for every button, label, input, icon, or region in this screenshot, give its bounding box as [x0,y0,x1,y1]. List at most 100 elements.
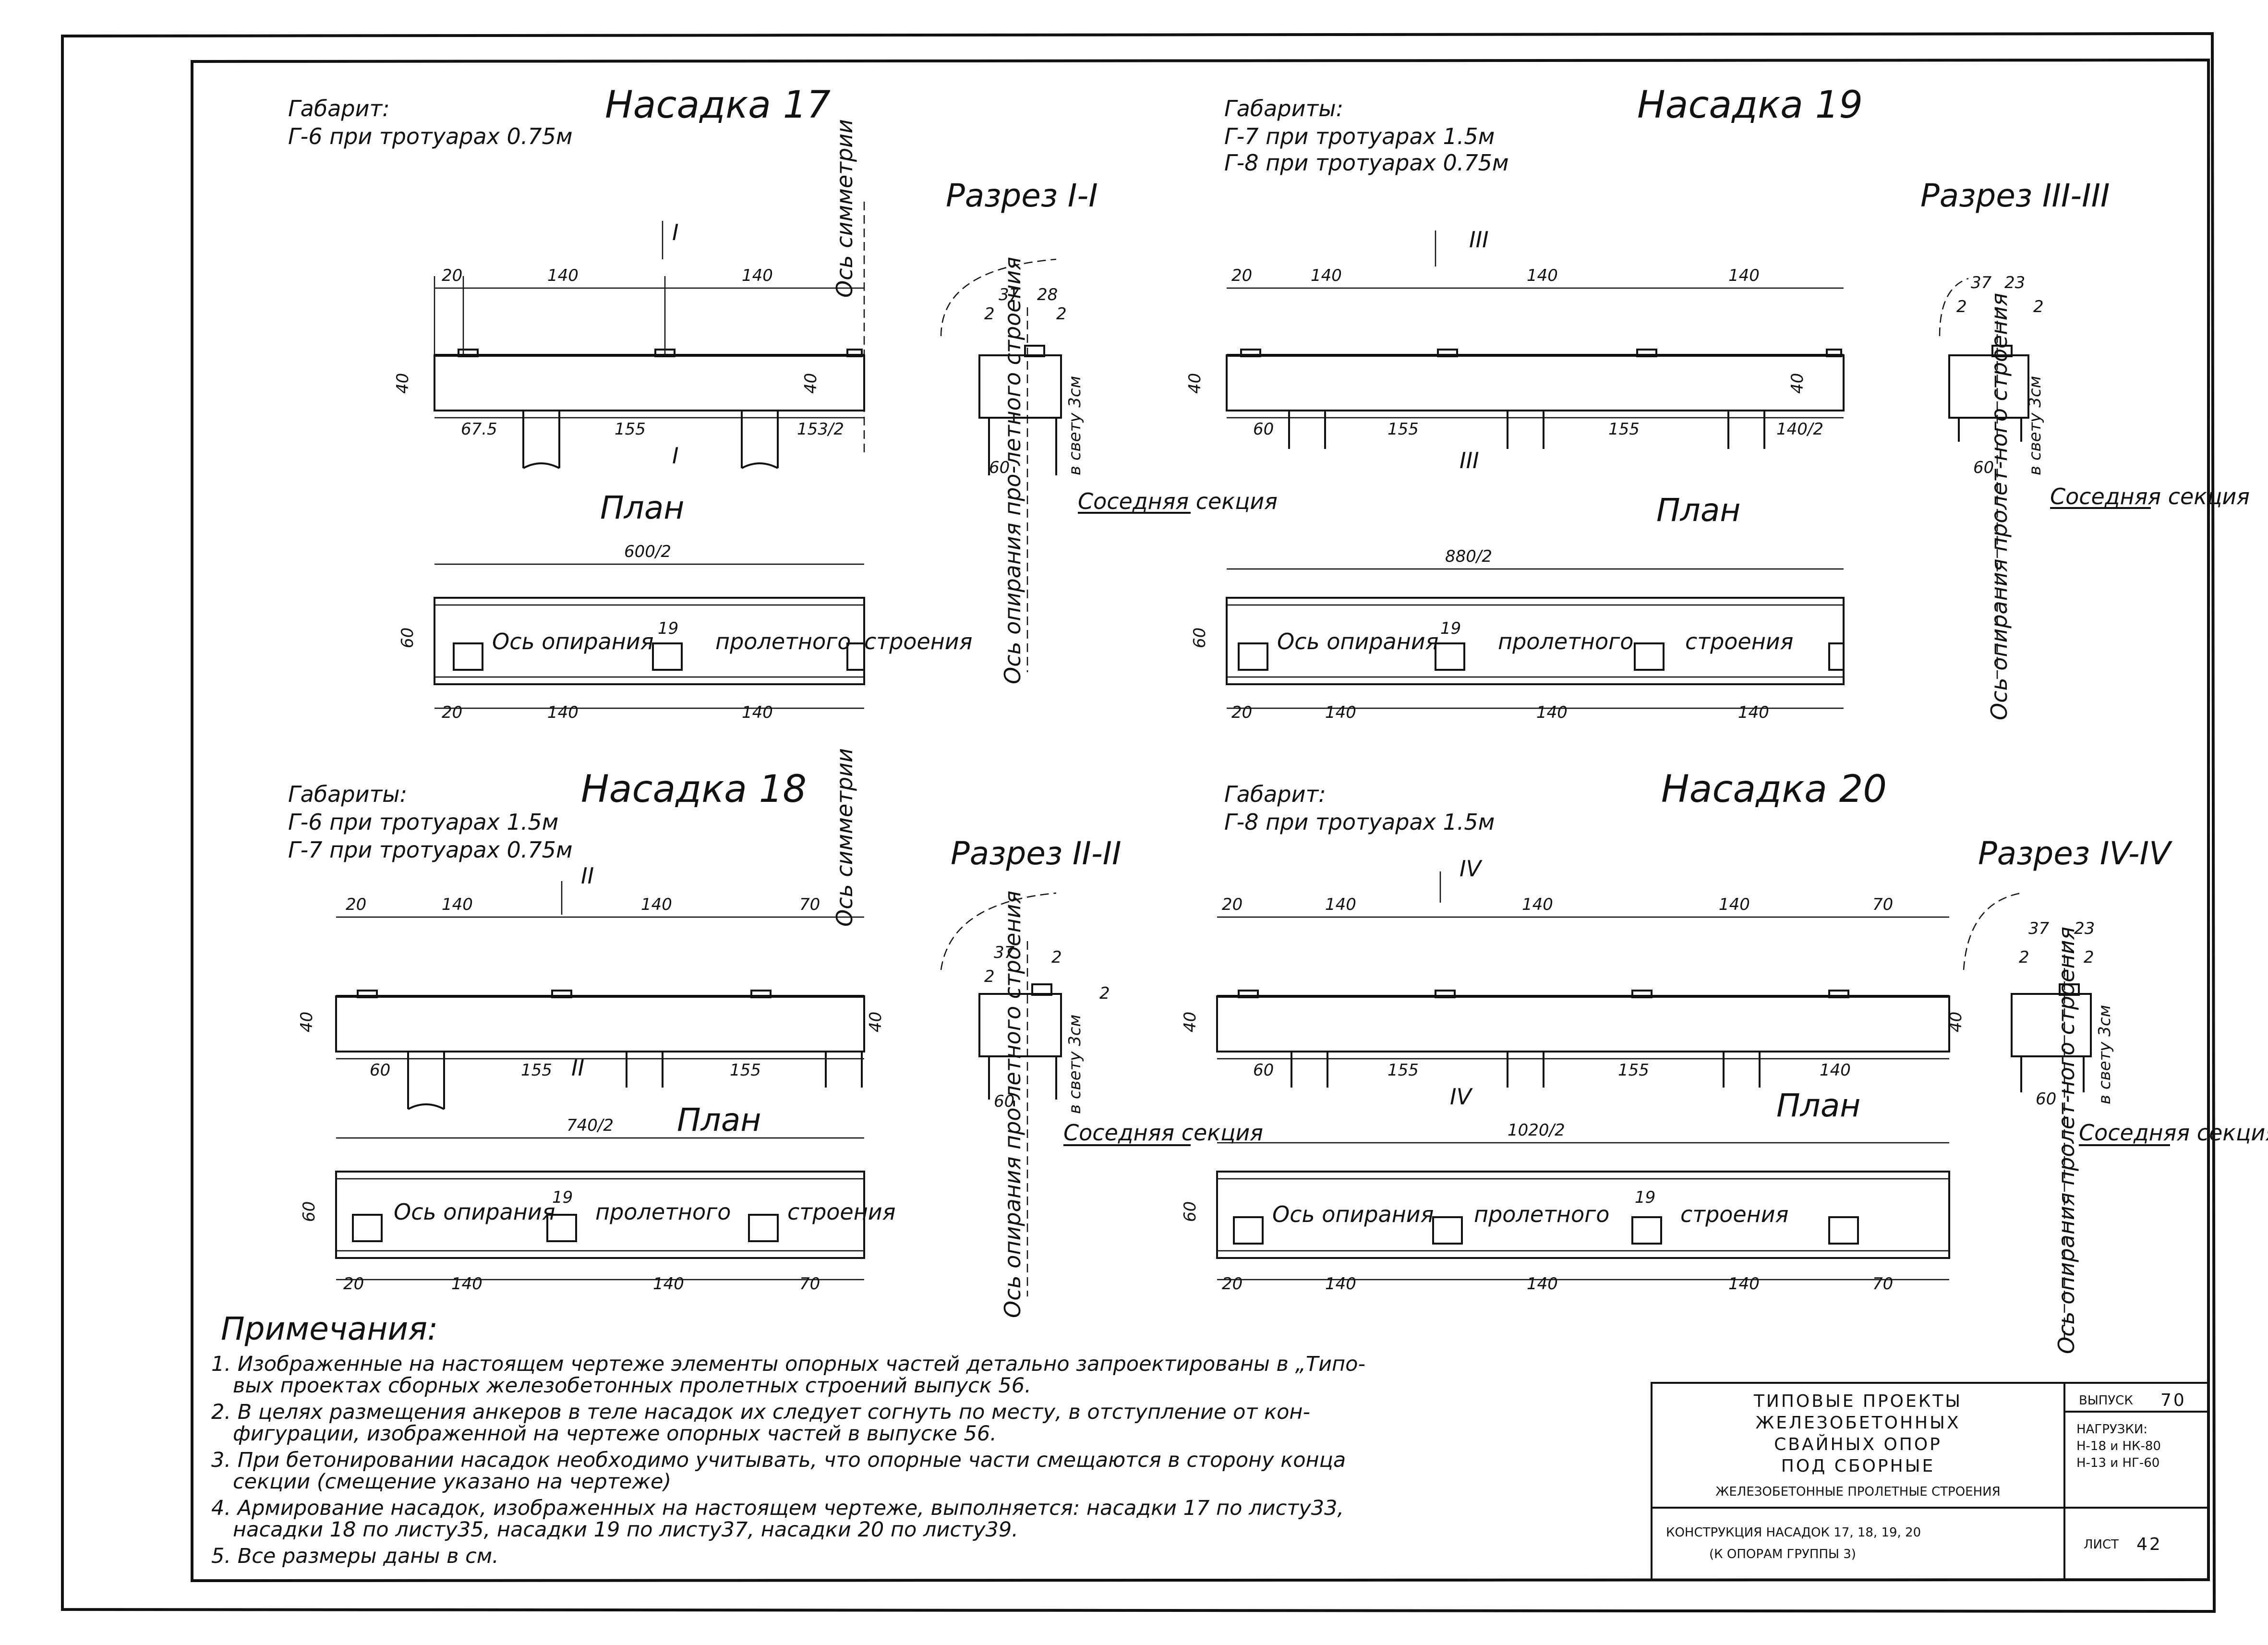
dim-bottom-3: 153/2 [797,420,844,439]
plan: План 880/2 60 Ось опирания пролетного ст… [1190,492,1845,722]
section-II-II: Разрез II-II 37 2 2 2 60 в свету 3см Ось… [940,835,1263,1318]
dim-bottom-3: 155 [730,1061,761,1080]
plan-pad [748,1214,779,1242]
plan-dim-3: 140 [1536,703,1568,722]
support-axis-label: Ось опирания про-летного строения [1000,257,1025,684]
clear-label: в свету 3см [1065,376,1085,475]
section-dim-2: 2 [984,967,995,986]
dim-bottom-4: 140/2 [1776,420,1823,439]
sheet-no: 42 [2136,1535,2162,1554]
section-outline [2011,993,2092,1057]
note-line-9: 5. Все размеры даны в см. [211,1544,499,1568]
span-label: пролетного [1498,629,1633,654]
title-block-frame [1651,1382,2209,1581]
plan-pad [1238,642,1268,671]
dim-bottom-3: 155 [1618,1061,1649,1080]
bearing-pad [357,990,378,998]
gabarit-line-1: Г-7 при тротуарах 1.5м [1224,123,1495,149]
plan-dim-2: 140 [1325,1274,1356,1294]
section-pile [988,418,1057,475]
cut-mark-bottom: III [1460,448,1479,473]
section-title: Разрез III-III [1920,177,2110,214]
plan-pad [652,642,683,671]
plan-title: План [1656,492,1740,529]
section-pile [2020,1056,2085,1092]
plan-pad [1233,1216,1264,1245]
pile [1291,1052,1328,1088]
cap-beam-elevation [434,354,865,411]
structure-label: строения [1680,1201,1788,1227]
nasadka-17: Габарит: Г-6 при тротуарах 0.75м Насадка… [288,84,1278,722]
plan-title: План [1776,1087,1860,1124]
dim-bottom-3: 155 [1608,420,1640,439]
plan-dim-2: 140 [1325,703,1356,722]
section-dim-1: 37 [2028,919,2050,938]
note-line-3: 2. В целях размещения анкеров в теле нас… [211,1400,1310,1424]
dim-top-2: 140 [442,895,473,914]
plan-dim-4: 140 [1738,703,1769,722]
gabarit-line-2: Г-8 при тротуарах 0.75м [1224,150,1509,176]
plan-dim-5: 70 [1872,1274,1893,1294]
clear-label: в свету 3см [2026,376,2045,475]
pad-size: 19 [658,619,678,638]
adjacent-section: Соседняя секция [1078,488,1278,514]
title-block: ТИПОВЫЕ ПРОЕКТЫ ЖЕЛЕЗОБЕТОННЫХ СВАЙНЫХ О… [1651,1382,2209,1581]
dim-bottom-2: 155 [615,420,646,439]
pile [1288,411,1326,449]
gabarit-line-1: Г-6 при тротуарах 0.75м [288,123,573,149]
span-label: пролетного [1474,1201,1609,1227]
note-line-4: фигурации, изображенной на чертеже опорн… [233,1422,997,1446]
project-line-4: ПОД СБОРНЫЕ [1781,1456,1935,1476]
plan-outline [1216,1171,1950,1259]
gabarit-label: Габариты: [288,781,407,807]
section-width: 60 [2036,1089,2056,1109]
bearing-pad [458,349,479,357]
plan-length: 600/2 [624,542,671,561]
outer-border [61,32,2216,1613]
plan-width: 60 [300,1201,319,1222]
section-I-I: Разрез I-I 37 28 2 2 60 в свету 3см Ось … [940,177,1278,684]
release-label: ВЫПУСК [2079,1393,2133,1408]
dim-bottom-4: 140 [1820,1061,1851,1080]
section-pile [988,1056,1057,1100]
pile [626,1052,664,1088]
plan-pad [546,1214,577,1242]
plan-dim-3: 140 [1527,1274,1558,1294]
dim-height: 40 [1181,1012,1200,1032]
section-pile [1958,418,2022,442]
nasadka-18: Габариты: Г-6 при тротуарах 1.5м Г-7 при… [288,748,1263,1318]
plan-outline [335,1171,865,1259]
section-pad [1024,345,1045,357]
adjacent-section: Соседняя секция [2079,1120,2268,1146]
span-label: пролетного [715,629,851,654]
gabarit-line-2: Г-7 при тротуарах 0.75м [288,837,573,863]
bearing-label: Ось опирания [394,1199,555,1225]
section-outline [978,993,1062,1057]
clear-label: в свету 3см [1065,1015,1085,1114]
gabarit-label: Габариты: [1224,96,1343,121]
section-dim-1: 37 [994,943,1015,962]
drawing-title-2: (К ОПОРАМ ГРУППЫ 3) [1709,1547,1856,1561]
elevation: III III 20 140 140 140 40 40 60 155 155 … [1185,227,1845,473]
section-width: 60 [994,1092,1014,1111]
bearing-pad [1826,349,1842,357]
note-line-2: вых проектах сборных железобетонных прол… [233,1374,1031,1398]
cut-mark-top: III [1469,227,1489,253]
section-pad [2059,983,2080,996]
bearing-pad [1828,990,1849,998]
dim-top-1: 20 [442,266,462,285]
section-arc [940,258,1057,337]
section-outline [978,354,1062,419]
dim-top-4: 140 [1719,895,1750,914]
notes: Примечания: 1. Изображенные на настоящем… [211,1310,1365,1568]
plan-pad [1634,642,1665,671]
cut-mark-top: IV [1460,856,1483,882]
plan-pad [1828,1216,1859,1245]
cap-beam-elevation [335,995,865,1052]
cap-beam-elevation [1216,995,1950,1052]
cut-mark-top: I [672,219,679,245]
adjacent-section: Соседняя секция [2050,484,2250,509]
section-pad [1031,983,1052,996]
section-IV-IV: Разрез IV-IV 37 23 2 2 60 в свету 3см Ос… [1963,835,2268,1354]
section-dim-2: 23 [2074,919,2095,938]
